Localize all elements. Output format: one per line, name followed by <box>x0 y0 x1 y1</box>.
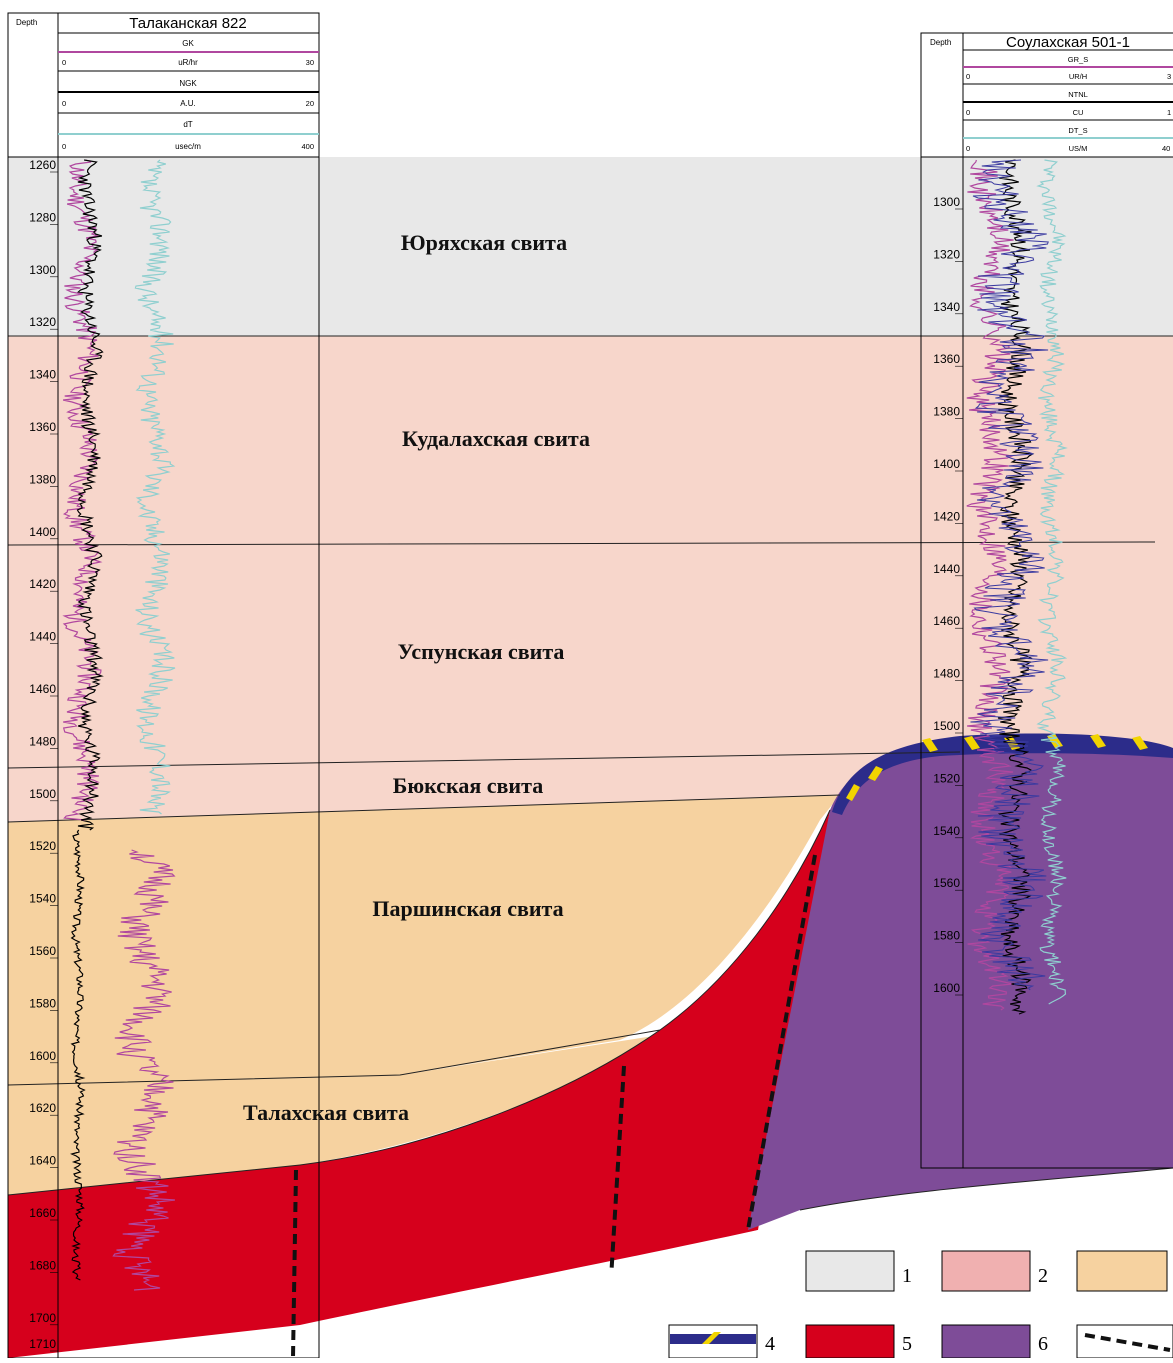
right-depth-tick-1500: 1500 <box>933 719 960 733</box>
left-depth-tick-1500: 1500 <box>29 787 56 801</box>
right-curve-ntnl: NTNL <box>1068 90 1088 99</box>
label-parshin: Паршинская свита <box>372 896 563 921</box>
left-depth-tick-1660: 1660 <box>29 1206 56 1220</box>
left-depth-tick-1340: 1340 <box>29 368 56 382</box>
right-gr-min: 0 <box>966 72 970 81</box>
left-depth-tick-1280: 1280 <box>29 210 56 224</box>
left-depth-tick-1520: 1520 <box>29 839 56 853</box>
left-dt-min: 0 <box>62 142 66 151</box>
left-depth-tick-1260: 1260 <box>29 158 56 172</box>
right-curve-dt: DT_S <box>1068 126 1087 135</box>
left-depth-tick-1420: 1420 <box>29 577 56 591</box>
right-depth-label: Depth <box>930 38 951 47</box>
label-kudalakh: Кудалахская свита <box>402 426 590 451</box>
right-dt-min: 0 <box>966 144 970 153</box>
right-depth-tick-1560: 1560 <box>933 876 960 890</box>
left-depth-tick-1600: 1600 <box>29 1049 56 1063</box>
legend-swatch-2 <box>942 1251 1030 1291</box>
label-byuk: Бюкская свита <box>393 773 543 798</box>
label-yuryakh: Юряхская свита <box>401 230 567 255</box>
left-depth-tick-1620: 1620 <box>29 1101 56 1115</box>
right-depth-tick-1520: 1520 <box>933 771 960 785</box>
right-depth-tick-1360: 1360 <box>933 352 960 366</box>
right-depth-tick-1400: 1400 <box>933 457 960 471</box>
legend-label-6: 6 <box>1038 1333 1048 1355</box>
legend-swatch-1 <box>806 1251 894 1291</box>
left-gk-max: 30 <box>306 58 314 67</box>
legend-swatch-6 <box>942 1325 1030 1358</box>
left-depth-tick-1580: 1580 <box>29 996 56 1010</box>
right-depth-tick-1320: 1320 <box>933 247 960 261</box>
left-gk-min: 0 <box>62 58 66 67</box>
right-depth-tick-1460: 1460 <box>933 614 960 628</box>
left-depth-tick-1480: 1480 <box>29 734 56 748</box>
left-ngk-max: 20 <box>306 99 314 108</box>
right-depth-tick-1380: 1380 <box>933 405 960 419</box>
right-dt-unit: US/M <box>1069 144 1088 153</box>
right-depth-tick-1340: 1340 <box>933 300 960 314</box>
left-dt-unit: usec/m <box>175 142 201 151</box>
left-depth-tick-1460: 1460 <box>29 682 56 696</box>
right-depth-tick-1480: 1480 <box>933 667 960 681</box>
left-ngk-min: 0 <box>62 99 66 108</box>
left-gk-unit: uR/hr <box>178 58 198 67</box>
label-talakh: Талахская свита <box>243 1100 409 1125</box>
left-depth-tick-1640: 1640 <box>29 1154 56 1168</box>
right-depth-tick-1420: 1420 <box>933 509 960 523</box>
legend-swatch-3 <box>1077 1251 1167 1291</box>
right-ntnl-max: 1 <box>1167 108 1171 117</box>
left-depth-tick-1700: 1700 <box>29 1311 56 1325</box>
left-depth-tick-1320: 1320 <box>29 315 56 329</box>
left-depth-tick-1440: 1440 <box>29 630 56 644</box>
legend-swatch-5 <box>806 1325 894 1358</box>
left-depth-tick-1680: 1680 <box>29 1258 56 1272</box>
right-dt-max: 40 <box>1162 144 1170 153</box>
legend-label-2: 2 <box>1038 1265 1048 1287</box>
left-curve-gk: GK <box>182 39 194 48</box>
right-depth-tick-1300: 1300 <box>933 195 960 209</box>
left-depth-tick-1300: 1300 <box>29 263 56 277</box>
legend-label-5: 5 <box>902 1333 912 1355</box>
left-depth-label: Depth <box>16 18 37 27</box>
left-depth-tick-1560: 1560 <box>29 944 56 958</box>
label-uspun: Успунская свита <box>398 639 565 664</box>
left-depth-tick-1540: 1540 <box>29 892 56 906</box>
left-dt-max: 400 <box>301 142 314 151</box>
left-depth-tick-1710: 1710 <box>29 1337 56 1351</box>
right-curve-gr: GR_S <box>1068 55 1088 64</box>
right-depth-tick-1440: 1440 <box>933 562 960 576</box>
right-gr-unit: UR/H <box>1069 72 1087 81</box>
left-curve-dt: dT <box>183 120 192 129</box>
right-ntnl-unit: CU <box>1073 108 1084 117</box>
left-ngk-unit: A.U. <box>180 99 196 108</box>
right-well-name: Соулахская 501-1 <box>1006 34 1130 51</box>
right-depth-tick-1580: 1580 <box>933 929 960 943</box>
right-ntnl-min: 0 <box>966 108 970 117</box>
legend-label-4: 4 <box>765 1333 775 1355</box>
right-depth-tick-1540: 1540 <box>933 824 960 838</box>
legend-label-1: 1 <box>902 1265 912 1287</box>
right-depth-tick-1600: 1600 <box>933 981 960 995</box>
left-depth-tick-1380: 1380 <box>29 472 56 486</box>
left-curve-ngk: NGK <box>179 79 197 88</box>
left-depth-tick-1360: 1360 <box>29 420 56 434</box>
left-well-name: Талаканская 822 <box>129 15 247 32</box>
right-gr-max: 3 <box>1167 72 1171 81</box>
left-depth-tick-1400: 1400 <box>29 525 56 539</box>
